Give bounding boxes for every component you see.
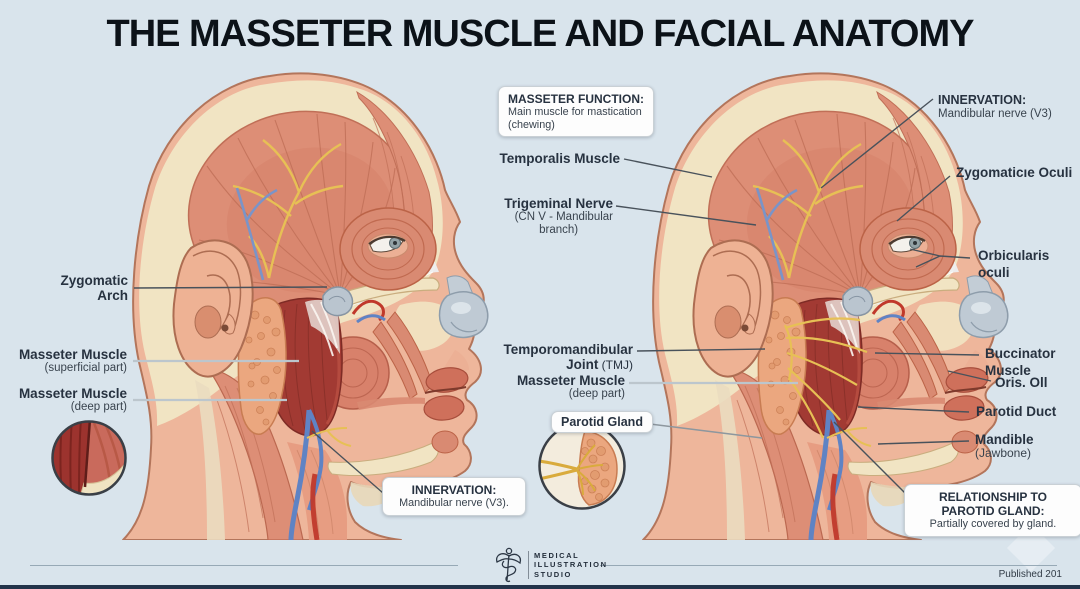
- label-orbicularis-oculi: Orbicularis oculi: [978, 248, 1050, 280]
- label-temporalis: Temporalis Muscle: [499, 151, 620, 166]
- label-zygomatic-arch: Zygomatic Arch: [60, 273, 128, 303]
- studio-logotype: MEDICAL ILLUSTRATION STUDIO: [534, 551, 608, 579]
- relationship-parotid-box: RELATIONSHIP TO PAROTID GLAND: Partially…: [904, 484, 1080, 537]
- caduceus-icon: [496, 547, 522, 583]
- page-title: THE MASSETER MUSCLE AND FACIAL ANATOMY: [106, 13, 975, 55]
- label-tmj: Temporomandibular Joint (TMJ): [503, 342, 633, 372]
- right-head-illustration: [615, 70, 1015, 540]
- logo-separator: [528, 551, 529, 579]
- parotid-gland-box: Parotid Gland: [551, 411, 653, 433]
- footer-divider-left: [30, 565, 458, 566]
- innervation-box-left: INNERVATION: Mandibular nerve (V3).: [382, 477, 526, 516]
- parotid-closeup-inset: [538, 422, 626, 510]
- bottom-edge-bar: [0, 585, 1080, 589]
- label-mandible: Mandible (Jawbone): [975, 432, 1034, 460]
- label-masseter-deep-center: Masseter Muscle (deep part): [516, 373, 625, 400]
- published-note: Published 201: [998, 569, 1062, 580]
- label-zygomatice-oculi: Zygomaticıe Oculi: [956, 165, 1073, 180]
- masseter-closeup-inset: [51, 420, 127, 496]
- label-trigeminal-nerve: Trigeminal Nerve (CN V - Mandibular bran…: [504, 196, 613, 236]
- label-masseter-deep-left: Masseter Muscle (deep part): [18, 386, 127, 413]
- label-oris: Oris. Oll: [995, 375, 1048, 390]
- left-head-illustration: [95, 70, 495, 540]
- masseter-function-box: MASSETER FUNCTION: Main muscle for masti…: [498, 86, 654, 137]
- label-buccinator: Buccinator Muscle: [985, 346, 1056, 378]
- label-masseter-superficial: Masseter Muscle (superficial part): [18, 347, 127, 374]
- footer-divider-right: [600, 565, 1057, 566]
- label-parotid-duct: Parotid Duct: [976, 404, 1057, 419]
- label-innervation-right: INNERVATION: Mandibular nerve (V3): [938, 93, 1052, 120]
